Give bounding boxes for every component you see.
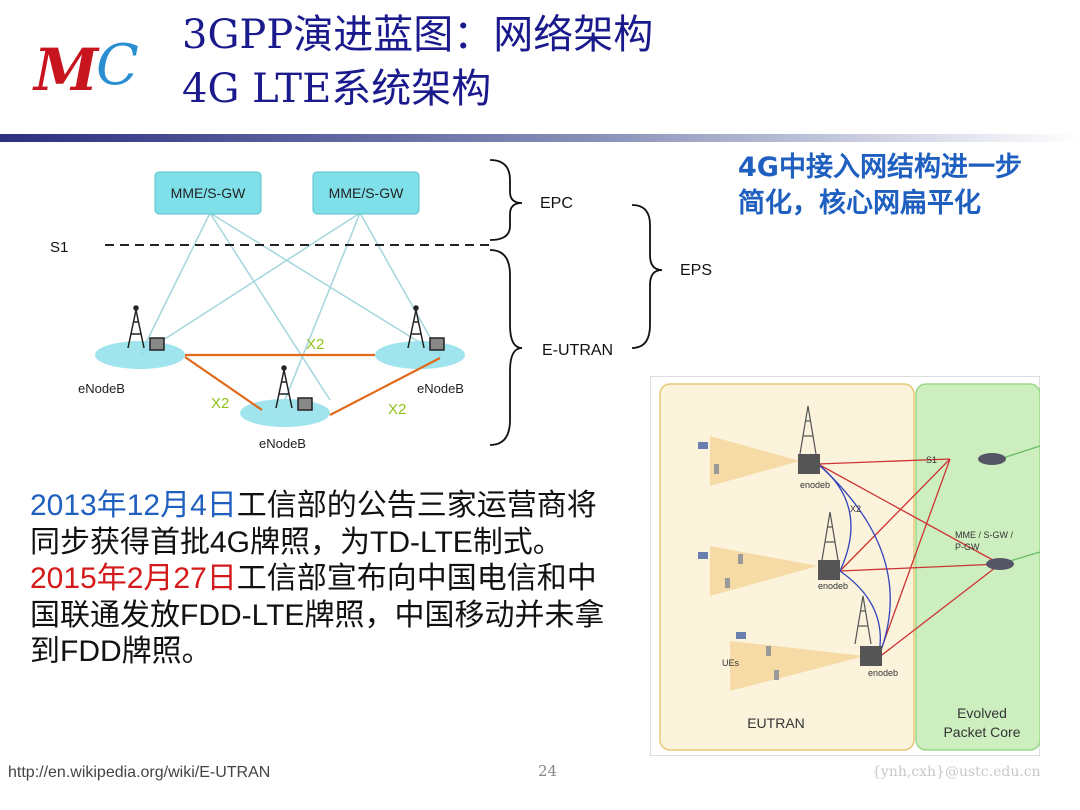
epc-label: EPC	[540, 195, 573, 212]
date-2015: 2015年2月27日	[30, 562, 237, 595]
logo-c: C	[96, 33, 139, 98]
enodeb-box-1	[798, 454, 820, 474]
laptop-icon-3	[736, 632, 746, 639]
mme-sgw-label-left: MME/S-GW	[171, 185, 246, 201]
wiki-eutran-label: EUTRAN	[747, 715, 805, 731]
text-2013-4g: 4G	[210, 525, 251, 559]
wiki-epc-label-line2: Packet Core	[943, 724, 1020, 740]
tower-icon-1	[799, 405, 817, 455]
s1-links	[139, 212, 441, 401]
tower-icon-left	[127, 305, 165, 351]
laptop-icon-1	[698, 442, 708, 449]
eps-label: EPS	[680, 262, 712, 279]
s1-link-3	[877, 458, 951, 659]
epc-brace	[489, 159, 523, 241]
wiki-enodeb-label-1: enodeb	[800, 480, 830, 490]
coverage-beam-2	[710, 546, 818, 596]
logo-m: M	[32, 36, 100, 104]
header-divider	[0, 134, 1080, 142]
eutran-label: E-UTRAN	[542, 342, 613, 359]
enodeb-label-left: eNodeB	[78, 381, 125, 396]
router-icon-mme	[986, 558, 1014, 570]
s1-link-1	[817, 458, 951, 465]
license-paragraph: 2013年12月4日工信部的公告三家运营商将同步获得首批4G牌照，为TD-LTE…	[30, 488, 610, 671]
text-2013-e: 制式。	[472, 524, 563, 560]
eps-brace	[631, 204, 663, 349]
x2-label-top: X2	[306, 336, 324, 353]
slide-title-line1: 3GPP演进蓝图：网络架构	[182, 12, 654, 58]
wiki-epc-label-line1: Evolved	[957, 705, 1007, 721]
page-number: 24	[538, 762, 558, 780]
s1-label: S1	[50, 239, 68, 256]
tower-icon-2	[821, 511, 839, 561]
note-line1: 4G中接入网结构进一步	[738, 152, 1022, 183]
footer-email: {ynh,cxh}@ustc.edu.cn	[872, 764, 1041, 780]
enodeb-box-3	[860, 646, 882, 666]
tower-icon-bottom	[275, 365, 313, 411]
eutran-wiki-diagram: S1 X2 enodeb enodeb enodeb MME / S-GW / …	[650, 376, 1040, 756]
mme-link-2	[839, 563, 1001, 572]
mme-link-1	[817, 463, 1001, 565]
text-2015-fddlte: FDD-LTE	[180, 598, 305, 632]
mme-sgw-label-right: MME/S-GW	[329, 185, 404, 201]
s1-link-2	[839, 458, 951, 572]
cell-left	[95, 341, 185, 369]
phone-icon-2	[738, 554, 743, 564]
lte-architecture-diagram: MME/S-GW MME/S-GW S1 eNodeB eNodeB eNode…	[50, 159, 712, 451]
text-2013-tdlte: TD-LTE	[370, 525, 473, 559]
mme-sgw-box-left	[154, 171, 262, 215]
router-icon-s1	[978, 453, 1006, 465]
wiki-mme-label: MME / S-GW /	[955, 530, 1013, 540]
tower-icon-3	[854, 595, 872, 645]
text-2015-c: 牌照，中国移动并未拿到	[30, 597, 605, 670]
wiki-s1-label: S1	[926, 455, 937, 465]
coverage-beam-1	[710, 436, 800, 486]
cell-right	[375, 341, 465, 369]
wiki-ues-label: UEs	[722, 658, 740, 668]
coverage-beam-3	[730, 641, 865, 691]
wiki-x2-label: X2	[850, 504, 861, 514]
tower-icon-right	[407, 305, 445, 351]
phone-icon-3	[725, 578, 730, 588]
epc-region	[915, 383, 1040, 751]
phone-icon-4	[766, 646, 771, 656]
wiki-enodeb-label-3: enodeb	[868, 668, 898, 678]
x2-link-3	[817, 463, 891, 659]
enodeb-label-right: eNodeB	[417, 381, 464, 396]
enodeb-label-bottom: eNodeB	[259, 436, 306, 451]
text-2013-c: 牌照，为	[250, 524, 371, 560]
source-url[interactable]: http://en.wikipedia.org/wiki/E-UTRAN	[8, 764, 271, 781]
mme-link-3	[877, 563, 1001, 659]
slide-title-line2: 4G LTE系统架构	[182, 66, 492, 112]
text-2013-a: 工信部的公告三家运营商将同步获得首批	[30, 488, 597, 560]
wiki-pgw-label: P-GW	[955, 542, 980, 552]
enodeb-box-2	[818, 560, 840, 580]
mc-logo: M C	[32, 33, 139, 104]
text-2015-e: 牌照。	[121, 634, 212, 669]
x2-links	[184, 353, 441, 416]
x2-label-right: X2	[388, 401, 406, 418]
text-2015-fdd: FDD	[60, 635, 122, 668]
phone-icon-1	[714, 464, 719, 474]
laptop-icon-2	[698, 552, 708, 559]
eutran-brace	[489, 249, 523, 446]
wiki-enodeb-label-2: enodeb	[818, 581, 848, 591]
mme-sgw-box-right	[312, 171, 420, 215]
x2-label-left: X2	[211, 395, 229, 412]
date-2013: 2013年12月4日	[30, 489, 237, 522]
phone-icon-5	[774, 670, 779, 680]
text-2015-a: 工信部宣布向中国电信和中国联通发放	[30, 561, 597, 633]
note-line2: 简化，核心网扁平化	[738, 188, 981, 219]
architecture-note: 4G中接入网结构进一步 简化，核心网扁平化	[738, 150, 1068, 222]
